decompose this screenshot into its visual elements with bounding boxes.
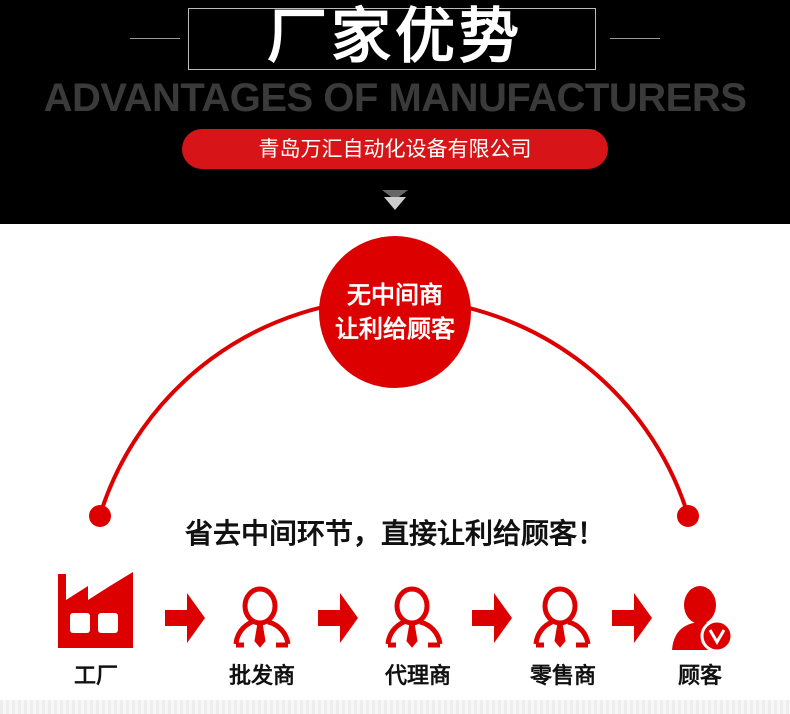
chain-label-agent: 代理商 xyxy=(384,664,451,689)
no-middleman-badge: 无中间商 让利给顾客 xyxy=(319,236,471,388)
chevron-down-icon xyxy=(382,190,408,210)
chain-label-wholesaler: 批发商 xyxy=(228,664,295,689)
tagline: 省去中间环节，直接让利给顾客！ xyxy=(184,517,605,550)
badge-line2: 让利给顾客 xyxy=(335,315,455,343)
factory-icon xyxy=(58,572,133,648)
bottom-texture xyxy=(0,700,790,714)
badge-line1: 无中间商 xyxy=(347,281,443,309)
chain-label-factory: 工厂 xyxy=(73,664,118,689)
businessman-icon xyxy=(233,586,291,648)
arrow-right-icon xyxy=(472,593,512,643)
arrow-right-icon xyxy=(165,593,205,643)
chain-label-customer: 顾客 xyxy=(677,664,722,689)
businessman-icon xyxy=(536,589,588,647)
arc-dot-left xyxy=(89,505,111,527)
customer-check-icon xyxy=(672,586,734,653)
businessman-icon xyxy=(388,589,440,647)
chain-label-retailer: 零售商 xyxy=(529,664,596,689)
company-name-pill: 青岛万汇自动化设备有限公司 xyxy=(182,129,608,169)
arrow-right-icon xyxy=(318,593,358,643)
title-frame xyxy=(188,8,596,70)
arc-dot-right xyxy=(677,505,699,527)
arrow-icons xyxy=(165,593,652,643)
header-banner: 厂家优势 ADVANTAGES OF MANUFACTURERS 青岛万汇自动化… xyxy=(0,0,790,224)
divider-left xyxy=(130,38,180,39)
watermark-text: ADVANTAGES OF MANUFACTURERS xyxy=(43,76,747,120)
arrow-right-icon xyxy=(612,593,652,643)
divider-right xyxy=(610,38,660,39)
page-title: 厂家优势 xyxy=(267,2,523,72)
